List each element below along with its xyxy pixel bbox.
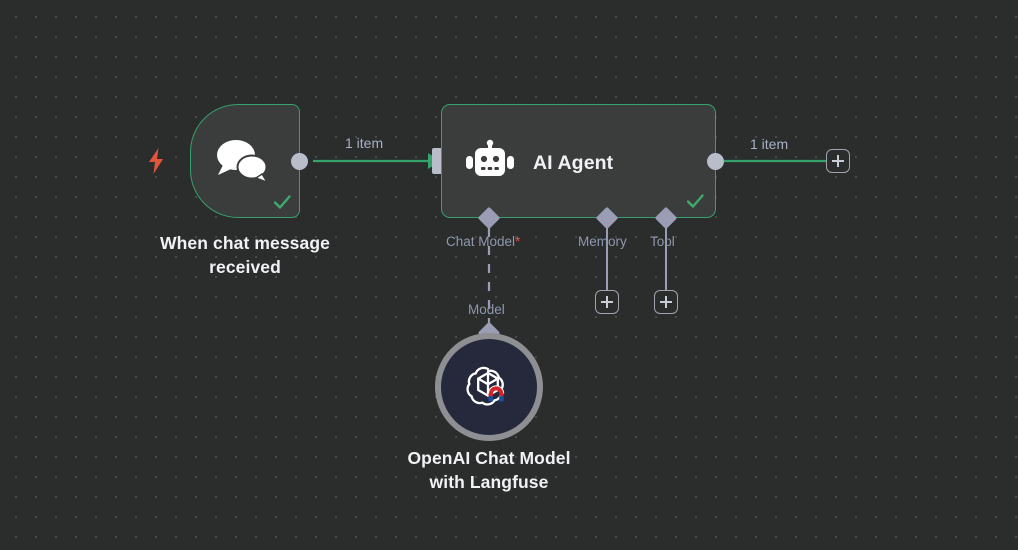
trigger-node-caption: When chat message received <box>135 231 355 279</box>
agent-node-title: AI Agent <box>533 152 614 174</box>
edge-label-model: Model <box>468 302 505 317</box>
trigger-caption-line-1: When chat message <box>160 233 330 253</box>
chat-bubbles-icon <box>213 135 271 184</box>
add-node-button-tool[interactable] <box>654 290 678 314</box>
agent-port-label-tool: Tool <box>650 234 675 249</box>
openai-caption-line-1: OpenAI Chat Model <box>407 448 571 468</box>
agent-port-label-memory: Memory <box>578 234 627 249</box>
agent-input-port[interactable] <box>432 148 442 174</box>
add-node-button-memory[interactable] <box>595 290 619 314</box>
chat-model-label-text: Chat Model <box>446 234 516 249</box>
lightning-bolt-icon <box>146 148 166 174</box>
node-ai-agent[interactable]: AI Agent <box>441 104 724 218</box>
trigger-caption-line-2: received <box>209 257 281 277</box>
add-node-button-output[interactable] <box>826 149 850 173</box>
openai-caption-line-2: with Langfuse <box>429 472 549 492</box>
chat-model-required-marker: * <box>515 234 521 249</box>
robot-icon <box>464 139 516 185</box>
langfuse-magnet-icon <box>488 385 505 402</box>
edge-label-agent-to-output: 1 item <box>750 136 789 152</box>
agent-output-port[interactable] <box>706 153 724 170</box>
status-check-icon-trigger <box>272 192 292 212</box>
node-when-chat-message-received[interactable] <box>190 104 308 218</box>
status-check-icon-agent <box>685 191 705 211</box>
trigger-output-port[interactable] <box>290 153 308 170</box>
openai-logo-icon <box>466 363 512 409</box>
agent-port-label-chat-model: Chat Model* <box>446 234 520 249</box>
openai-node-caption: OpenAI Chat Model with Langfuse <box>379 446 599 494</box>
edge-label-trigger-to-agent: 1 item <box>345 135 384 151</box>
